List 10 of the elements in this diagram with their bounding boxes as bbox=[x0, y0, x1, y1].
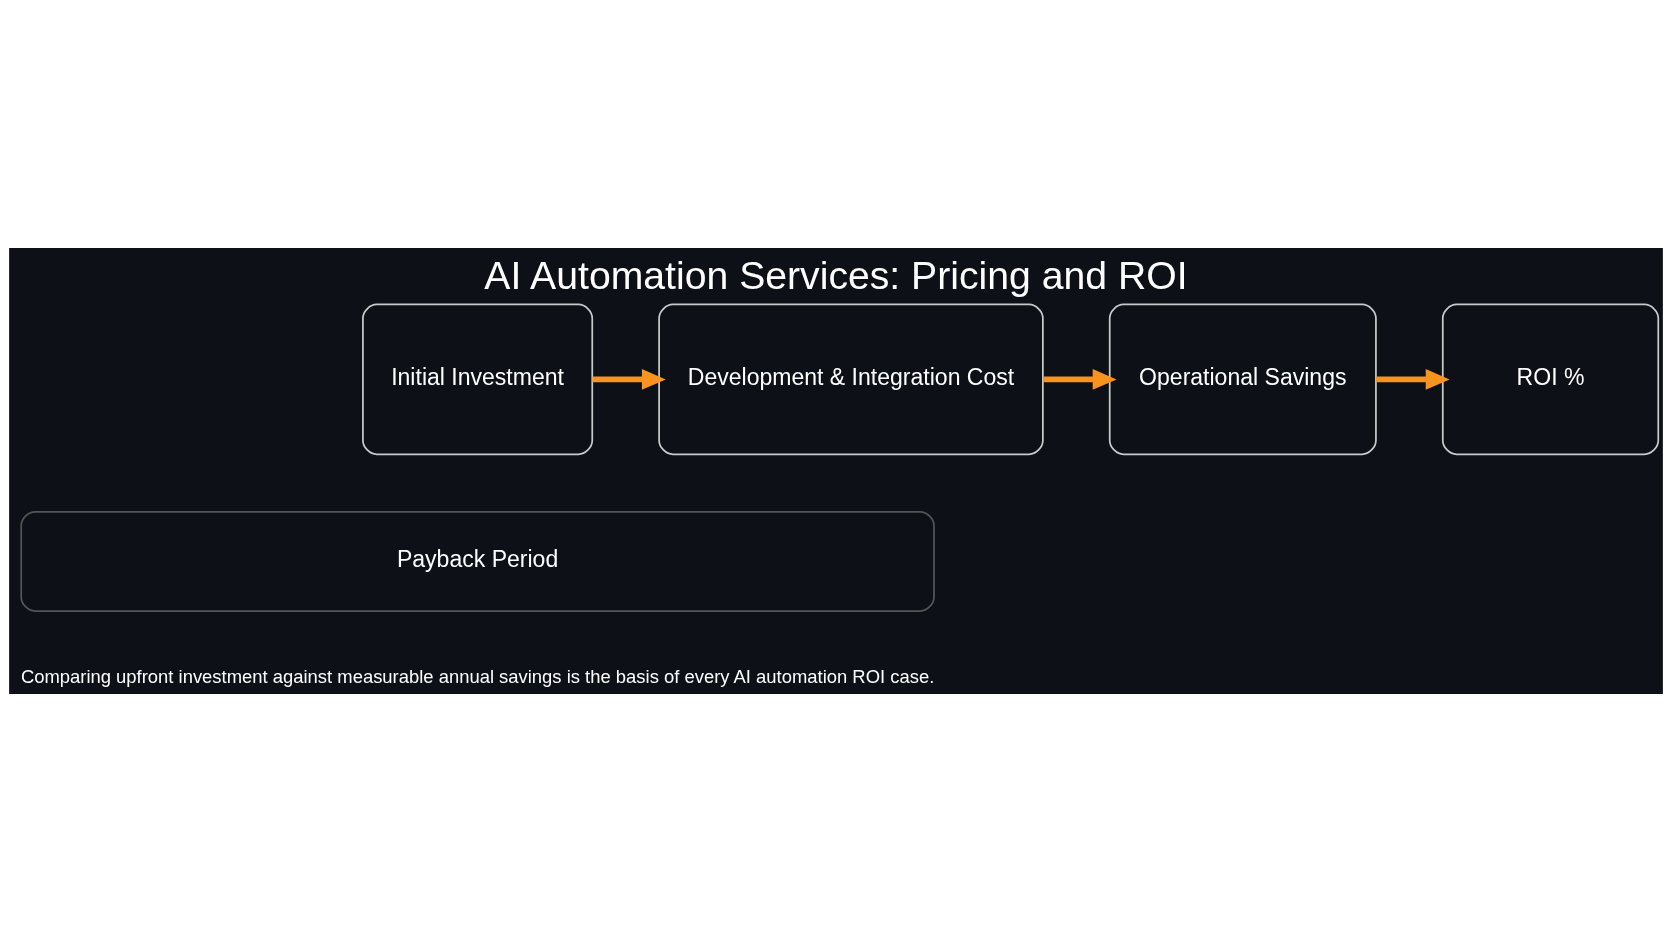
node-box: Payback Period bbox=[20, 510, 935, 612]
node-box: Development & Integration Cost bbox=[658, 303, 1044, 455]
arrow bbox=[592, 368, 666, 390]
node-box: Operational Savings bbox=[1108, 303, 1377, 455]
node-box: Initial Investment bbox=[362, 303, 594, 455]
diagram-title: AI Automation Services: Pricing and ROI bbox=[484, 253, 1188, 297]
arrow bbox=[1375, 368, 1450, 390]
node-box: ROI % bbox=[1441, 303, 1660, 455]
caption: Comparing upfront investment against measurable annual savings is the basis of every AI automation ROI case. bbox=[20, 665, 935, 687]
arrow bbox=[1043, 368, 1117, 390]
